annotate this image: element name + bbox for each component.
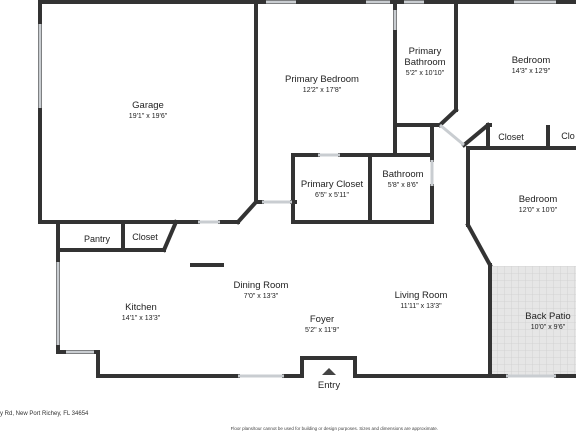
room-dimensions: 14'1" x 13'3" bbox=[121, 315, 161, 322]
room-name: Primary Bedroom bbox=[285, 74, 359, 85]
property-address: y Rd, New Port Richey, FL 34654 bbox=[0, 411, 89, 417]
entry-label: Entry bbox=[318, 380, 340, 391]
kitchen-label: Kitchen 14'1" x 13'3" bbox=[122, 302, 160, 323]
room-name: Kitchen bbox=[125, 302, 157, 313]
bathroom-label: Bathroom 5'8" x 8'6" bbox=[382, 169, 423, 190]
closet-kitchen-label: Closet bbox=[132, 232, 158, 242]
room-dimensions: 5'8" x 8'6" bbox=[387, 182, 419, 189]
dining-room-label: Dining Room 7'0" x 13'3" bbox=[234, 280, 289, 301]
room-name: Bathroom bbox=[382, 169, 424, 180]
room-name: Back Patio bbox=[525, 311, 571, 322]
primary-bathroom-label: Primary Bathroom 5'2" x 10'10" bbox=[404, 46, 445, 78]
disclaimer-text: Floor plans/tour cannot be used for buil… bbox=[230, 426, 438, 431]
room-dimensions: 19'1" x 19'6" bbox=[128, 113, 168, 120]
primary-bedroom-label: Primary Bedroom 12'2" x 17'8" bbox=[285, 74, 359, 95]
room-dimensions: 6'5" x 5'11" bbox=[315, 192, 349, 199]
walls bbox=[38, 0, 576, 378]
back-patio-area bbox=[491, 266, 576, 376]
room-dimensions: 11'11" x 13'3" bbox=[400, 303, 442, 310]
bedroom-2-label: Bedroom 12'0" x 10'0" bbox=[519, 194, 558, 215]
closet-right-label: Closet bbox=[498, 132, 524, 142]
room-name: Entry bbox=[317, 380, 341, 391]
windows bbox=[38, 0, 556, 378]
room-name-line1: Primary bbox=[408, 46, 442, 57]
room-name-line2: Bathroom bbox=[404, 57, 446, 68]
room-name: Bedroom bbox=[518, 194, 558, 205]
entry-arrow-icon bbox=[322, 368, 336, 375]
foyer-label: Foyer 5'2" x 11'9" bbox=[305, 314, 339, 335]
primary-closet-label: Primary Closet 6'5" x 5'11" bbox=[301, 179, 363, 200]
room-name: Dining Room bbox=[233, 280, 289, 291]
room-name: Garage bbox=[132, 100, 164, 111]
room-name: Foyer bbox=[309, 314, 335, 325]
room-name: Bedroom bbox=[511, 55, 551, 66]
garage-label: Garage 19'1" x 19'6" bbox=[129, 100, 167, 121]
closet-far-right-label: Clo bbox=[561, 131, 575, 141]
room-dimensions: 5'2" x 10'10" bbox=[405, 70, 445, 77]
room-dimensions: 12'0" x 10'0" bbox=[518, 207, 558, 214]
room-name: Living Room bbox=[394, 290, 448, 301]
room-dimensions: 12'2" x 17'8" bbox=[302, 87, 342, 94]
pantry-label: Pantry bbox=[83, 234, 111, 244]
room-dimensions: 5'2" x 11'9" bbox=[305, 327, 339, 334]
bedroom-1-label: Bedroom 14'3" x 12'9" bbox=[512, 55, 551, 76]
room-dimensions: 14'3" x 12'9" bbox=[511, 68, 551, 75]
back-patio-label: Back Patio 10'0" x 9'6" bbox=[525, 311, 570, 332]
room-name: Primary Closet bbox=[300, 179, 364, 190]
living-room-label: Living Room 11'11" x 13'3" bbox=[395, 290, 448, 311]
room-dimensions: 7'0" x 13'3" bbox=[243, 293, 279, 300]
room-dimensions: 10'0" x 9'6" bbox=[530, 324, 566, 331]
